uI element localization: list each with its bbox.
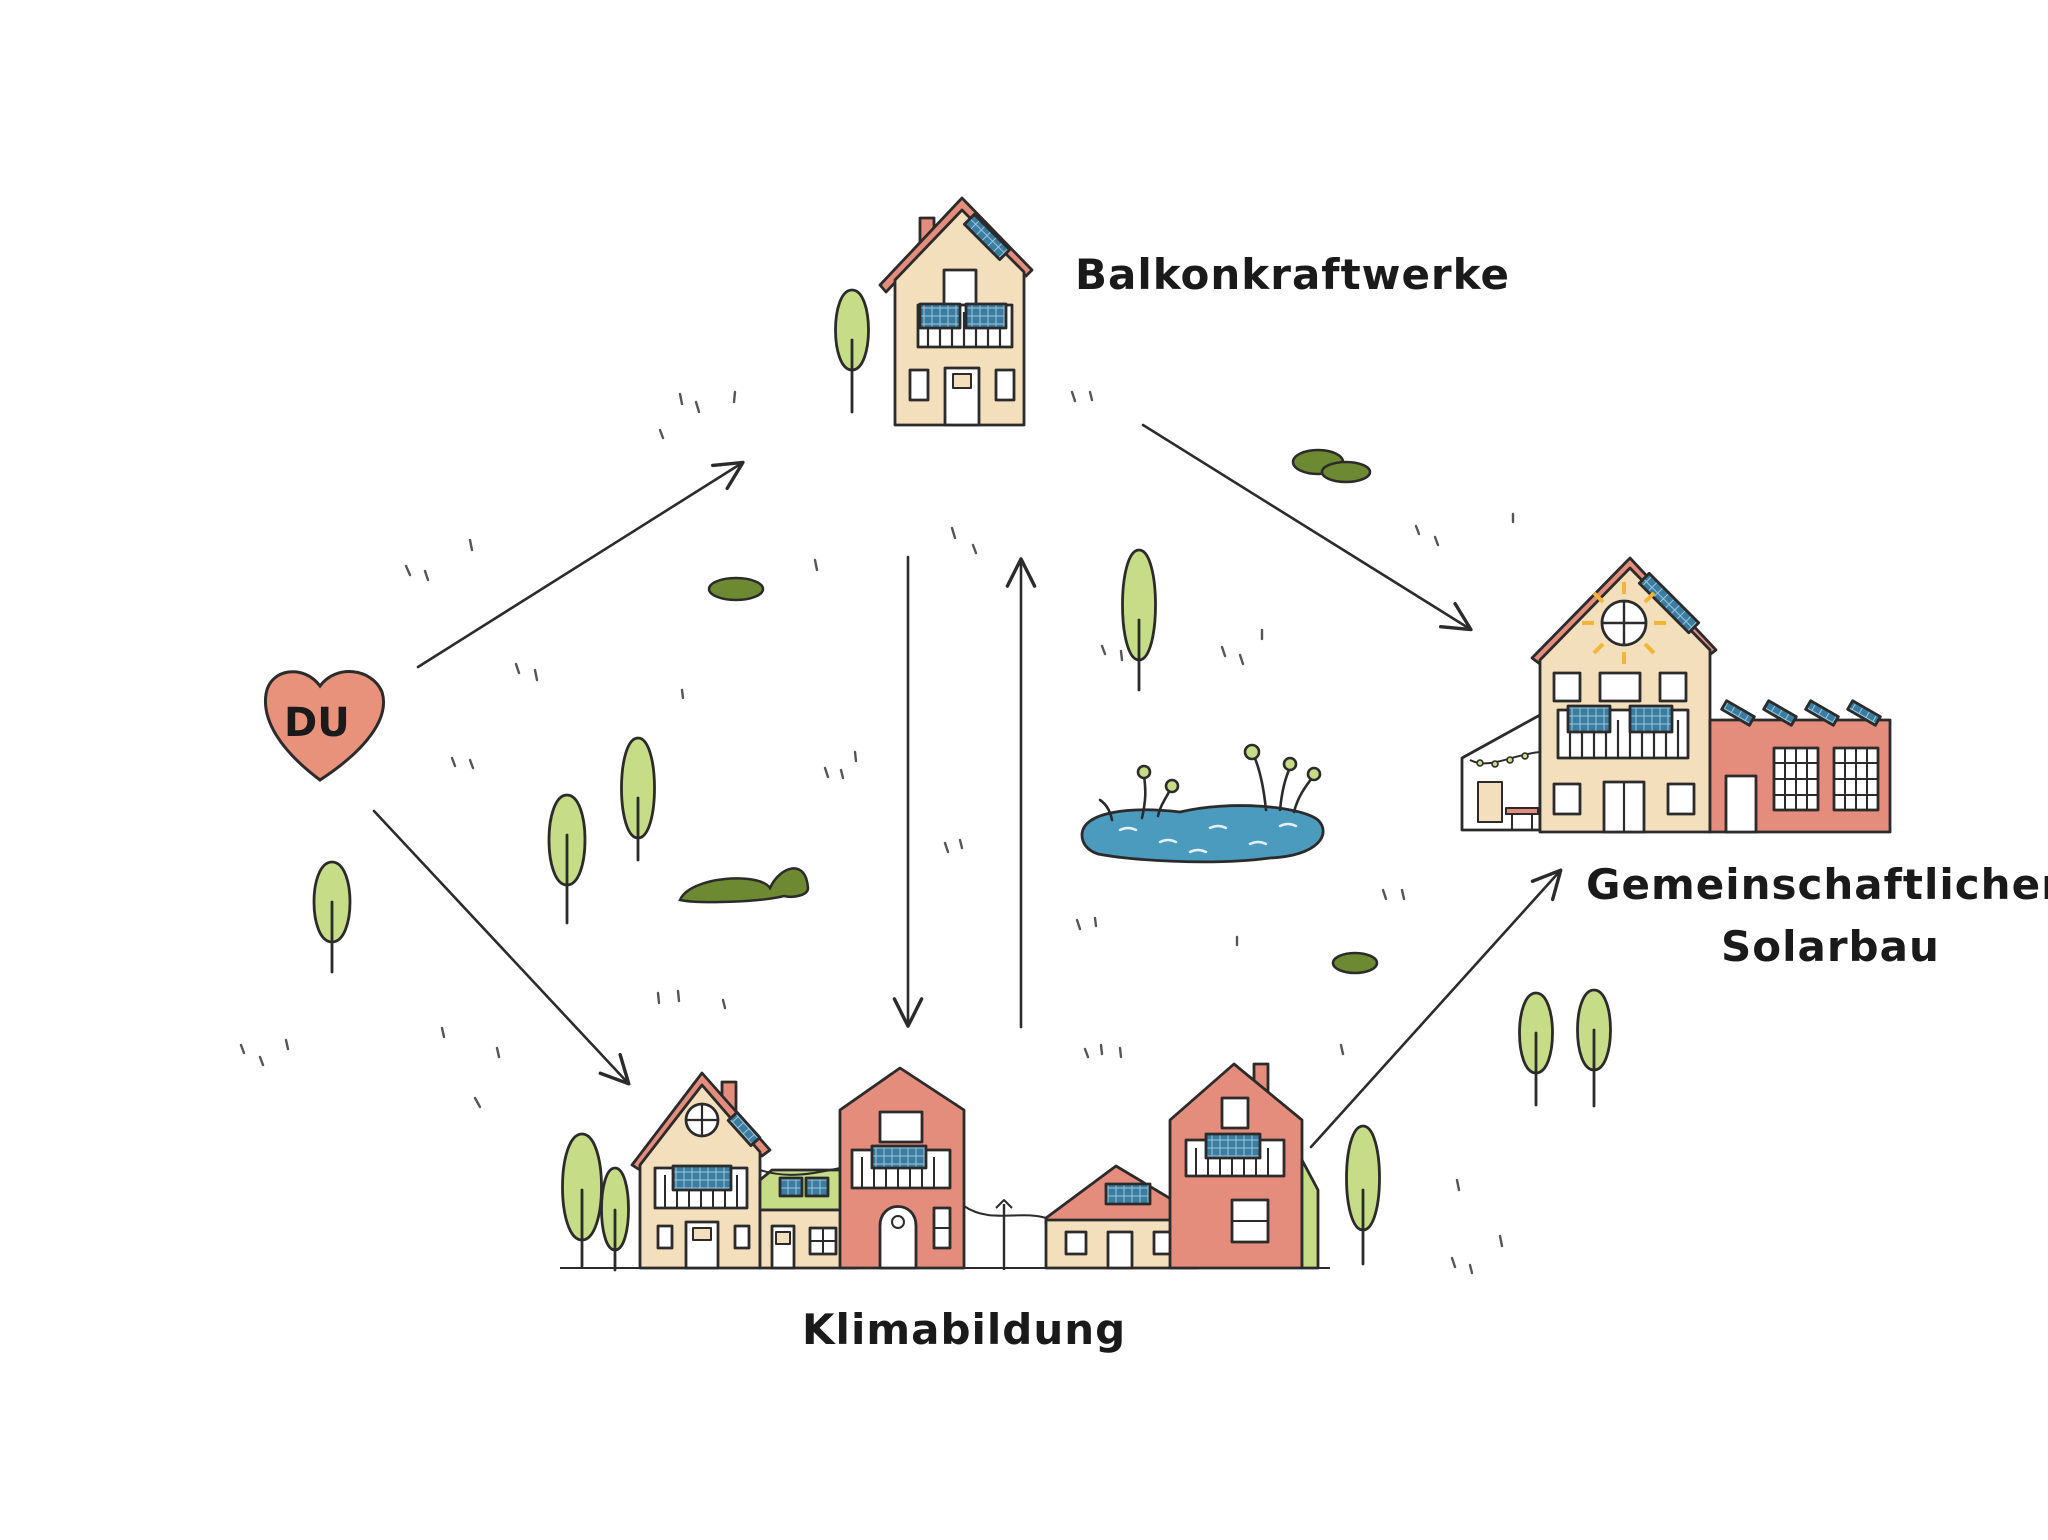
bushes: [678, 448, 1379, 975]
tree: [1518, 991, 1554, 1107]
tree: [1576, 988, 1612, 1108]
tree: [600, 1166, 630, 1272]
house-balcony: [878, 196, 1034, 427]
node-balcony-label: Balkonkraftwerke: [1075, 250, 1510, 299]
tree: [1345, 1124, 1381, 1266]
node-du-label: DU: [284, 700, 350, 746]
arrow-balcony-to-community: [1141, 423, 1473, 632]
arrow-du-to-balcony: [416, 460, 745, 669]
tree: [312, 860, 352, 974]
arrow-education-to-community: [1309, 868, 1563, 1149]
village-education: [560, 1062, 1330, 1270]
house-community-solar: [1460, 556, 1892, 834]
sun-icon: [1582, 582, 1666, 664]
node-education-label: Klimabildung: [802, 1305, 1127, 1354]
arrow-du-to-education: [372, 809, 631, 1086]
heart-du: [263, 670, 385, 782]
tree: [561, 1132, 603, 1268]
grass-tufts: [239, 390, 1515, 1275]
tree: [620, 736, 656, 862]
node-community-label-line1: Gemeinschaftlicher: [1586, 860, 2048, 909]
tree: [1121, 548, 1157, 692]
pond: [1080, 743, 1325, 864]
tree: [834, 288, 870, 414]
arrows: [372, 423, 1563, 1149]
node-community-label-line2: Solarbau: [1721, 922, 1940, 971]
trees: [312, 288, 1612, 1272]
tree: [547, 793, 587, 925]
